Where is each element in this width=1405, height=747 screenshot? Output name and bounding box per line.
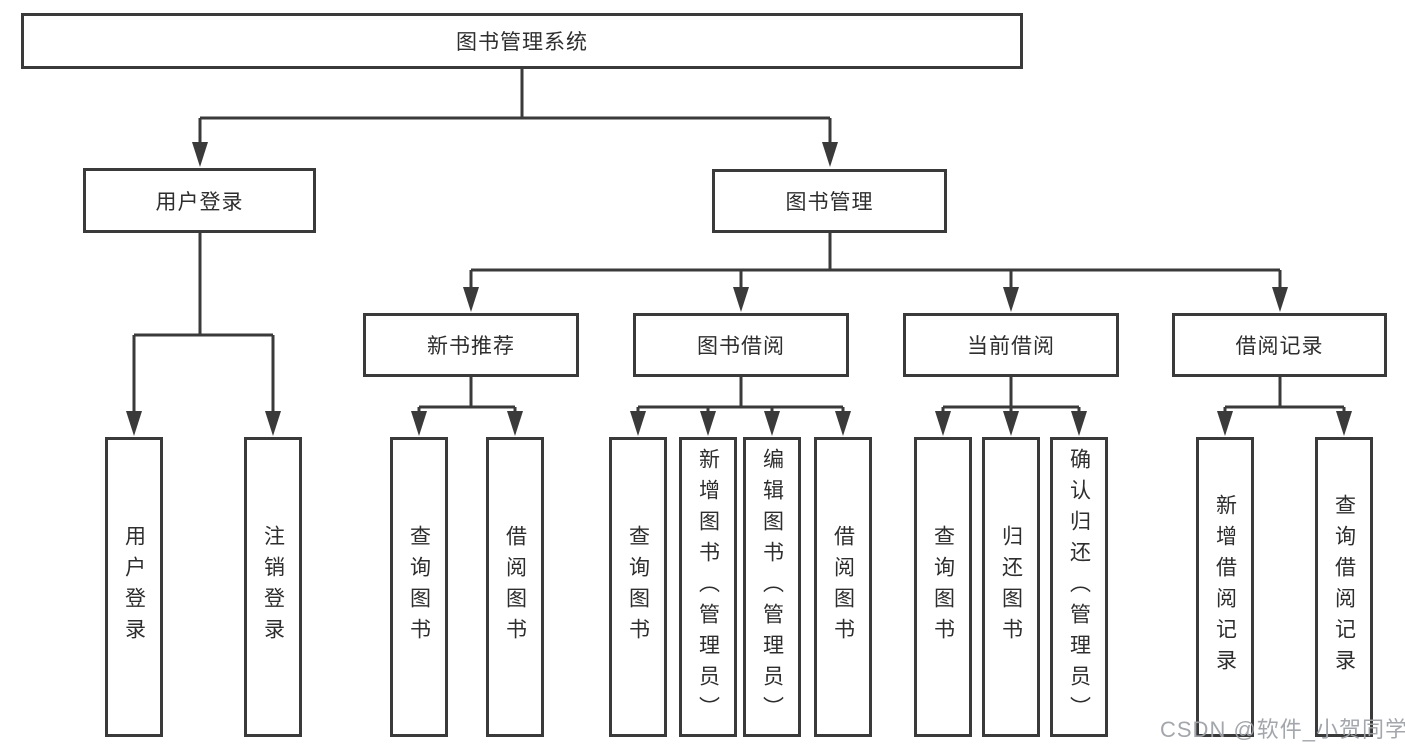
leaf-label: 查询图书 xyxy=(931,525,955,649)
leaf-query-books-2: 查询图书 xyxy=(609,437,667,737)
arrowheads xyxy=(126,142,1352,436)
node-library-management-system: 图书管理系统 xyxy=(21,13,1023,69)
leaf-label: 归还图书 xyxy=(999,525,1023,649)
leaf-label: 编辑图书（管理员） xyxy=(760,447,784,727)
leaf-logout: 注销登录 xyxy=(244,437,302,737)
leaf-borrow-books-2: 借阅图书 xyxy=(814,437,872,737)
leaf-query-borrow-record: 查询借阅记录 xyxy=(1315,437,1373,737)
leaf-query-books-1: 查询图书 xyxy=(390,437,448,737)
node-book-management: 图书管理 xyxy=(712,169,947,233)
leaf-add-books-admin: 新增图书（管理员） xyxy=(679,437,737,737)
leaf-label: 用户登录 xyxy=(122,525,146,649)
leaf-borrow-books-1: 借阅图书 xyxy=(486,437,544,737)
leaf-user-login: 用户登录 xyxy=(105,437,163,737)
csdn-watermark: CSDN @软件_小贺同学 xyxy=(1160,717,1405,742)
node-borrowing-records: 借阅记录 xyxy=(1172,313,1387,377)
node-book-borrowing: 图书借阅 xyxy=(633,313,849,377)
leaf-add-borrow-record: 新增借阅记录 xyxy=(1196,437,1254,737)
leaf-confirm-return-admin: 确认归还（管理员） xyxy=(1050,437,1108,737)
leaf-query-books-3: 查询图书 xyxy=(914,437,972,737)
leaf-edit-books-admin: 编辑图书（管理员） xyxy=(743,437,801,737)
leaf-label: 确认归还（管理员） xyxy=(1067,447,1091,727)
node-current-borrowing: 当前借阅 xyxy=(903,313,1119,377)
leaf-label: 查询图书 xyxy=(626,525,650,649)
leaf-label: 借阅图书 xyxy=(831,525,855,649)
leaf-label: 查询借阅记录 xyxy=(1332,494,1356,680)
leaf-label: 新增借阅记录 xyxy=(1213,494,1237,680)
node-user-login: 用户登录 xyxy=(83,168,316,233)
leaf-label: 新增图书（管理员） xyxy=(696,447,720,727)
leaf-label: 查询图书 xyxy=(407,525,431,649)
leaf-return-books: 归还图书 xyxy=(982,437,1040,737)
leaf-label: 注销登录 xyxy=(261,525,285,649)
leaf-label: 借阅图书 xyxy=(503,525,527,649)
node-new-book-recommendation: 新书推荐 xyxy=(363,313,579,377)
